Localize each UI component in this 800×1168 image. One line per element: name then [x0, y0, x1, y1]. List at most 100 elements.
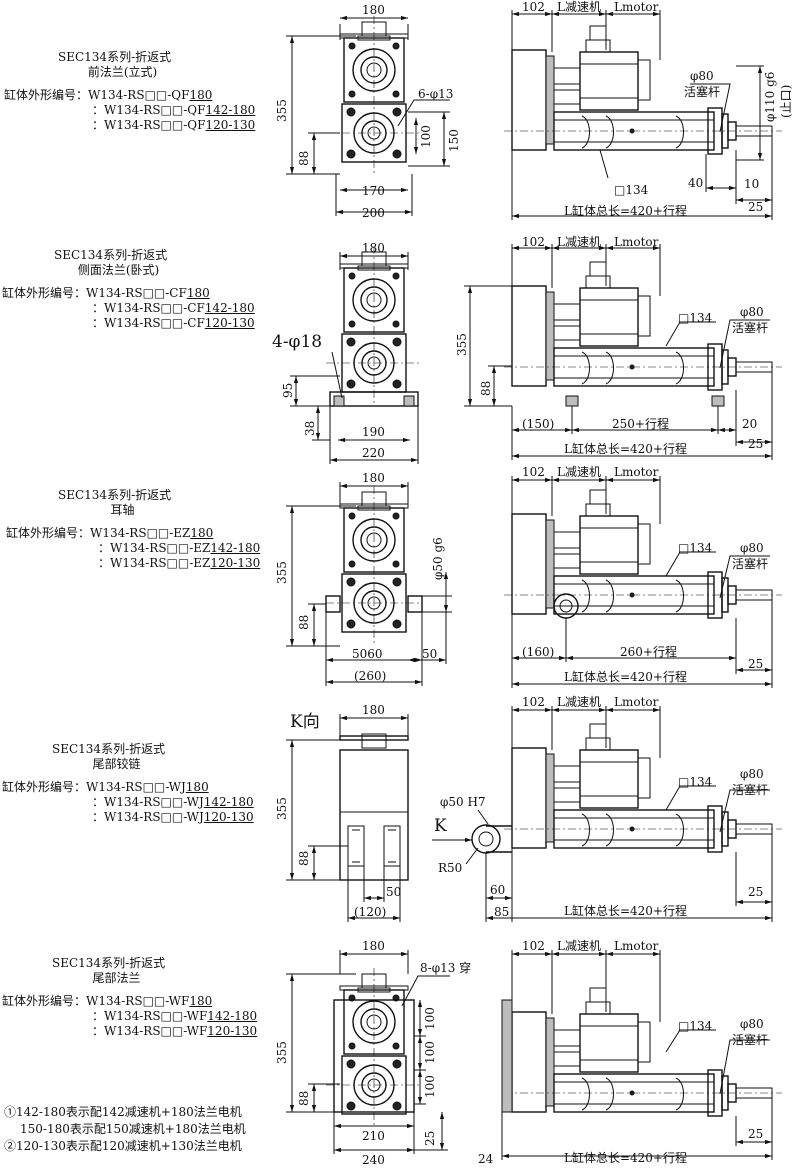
section-2-side-view: [464, 244, 783, 460]
dim-88: 88: [297, 850, 311, 866]
dim-102: 102: [522, 0, 545, 14]
section-4-codes: 缸体外形编号：W134-RS□□-WJ180 ：W134-RS□□-WJ142-…: [2, 780, 254, 825]
dim-square: □134: [678, 775, 713, 789]
dim-180: 180: [362, 471, 385, 485]
code-suffix: 180: [189, 994, 213, 1008]
code-prefix: W134-RS□□-WJ: [86, 780, 186, 794]
section-1-codes: 缸体外形编号：W134-RS□□-QF180 ：W134-RS□□-QF142-…: [4, 88, 255, 133]
dim-200: 200: [362, 206, 385, 220]
section-1-label: SEC134系列-折返式 前法兰(立式): [58, 50, 171, 80]
footnotes: ①142-180表示配142减速机+180法兰电机 150-180表示配150减…: [4, 1104, 246, 1155]
dim-rod: φ80: [740, 1017, 764, 1031]
dim-170: 170: [362, 184, 385, 198]
dim-180: 180: [362, 939, 385, 953]
dim-100-b: 100: [423, 1041, 437, 1064]
dim-hole: φ50 H7: [440, 795, 486, 809]
dim-180: 180: [362, 703, 385, 717]
dim-100-c: 100: [423, 1075, 437, 1098]
code-label: 缸体外形编号：: [2, 286, 87, 300]
dim-102: 102: [522, 695, 545, 709]
dim-102: 102: [522, 465, 545, 479]
dim-260: 260+行程: [620, 645, 677, 659]
section-3-side-view: [503, 476, 783, 688]
dim-holes: 8-φ13 穿: [420, 961, 472, 975]
code-label: 缸体外形编号：: [4, 88, 89, 102]
code-suffix: 120-130: [210, 556, 261, 570]
section-4-side-view: [432, 706, 783, 922]
code-suffix: 142-180: [207, 1009, 258, 1023]
code-prefix: ：W134-RS□□-CF: [92, 316, 205, 330]
mount-type: 前法兰(立式): [87, 65, 158, 79]
dim-l-reducer: L减速机: [557, 465, 601, 479]
code-prefix: ：W134-RS□□-WJ: [92, 810, 204, 824]
section-5-codes: 缸体外形编号：W134-RS□□-WF180 ：W134-RS□□-WF142-…: [2, 994, 257, 1039]
section-5-end-view: [286, 950, 450, 1154]
code-prefix: ：W134-RS□□-EZ: [98, 556, 211, 570]
dim-spigot: φ110 g6: [763, 71, 777, 122]
note-1: ①142-180表示配142减速机+180法兰电机: [4, 1105, 242, 1119]
dim-355: 355: [455, 333, 469, 356]
dim-120: (120): [354, 905, 387, 919]
dim-5060: 5060: [352, 647, 383, 661]
dim-100: 100: [419, 125, 433, 148]
dim-85: 85: [494, 905, 510, 919]
dim-square: □134: [678, 311, 713, 325]
mount-type: 尾部法兰: [92, 971, 141, 985]
dim-25: 25: [748, 657, 764, 671]
dim-95: 95: [281, 382, 295, 398]
dim-150: 150: [447, 129, 461, 152]
dim-88: 88: [297, 614, 311, 630]
dim-total: L缸体总长=420+行程: [564, 1151, 687, 1165]
section-1-end-view: [286, 15, 450, 216]
series-title: SEC134系列-折返式: [58, 488, 172, 502]
dim-shaft: φ50 g6: [431, 537, 445, 580]
dim-88: 88: [479, 380, 493, 396]
view-k: K向: [290, 712, 320, 732]
dim-l-reducer: L减速机: [557, 695, 601, 709]
dim-holes: 6-φ13: [418, 87, 454, 101]
code-suffix: 142-180: [203, 795, 254, 809]
dim-60: 60: [490, 883, 506, 897]
dim-40: 40: [688, 176, 704, 190]
code-prefix: ：W134-RS□□-WF: [92, 1009, 208, 1023]
section-3-end-view: [286, 482, 452, 686]
dim-50: 50: [386, 885, 402, 899]
code-suffix: 142-180: [205, 103, 256, 117]
dim-square: □134: [614, 183, 649, 197]
dim-l-reducer: L减速机: [557, 235, 601, 249]
note-2: ②120-130表示配120减速机+130法兰电机: [4, 1139, 242, 1153]
section-5-label: SEC134系列-折返式 尾部法兰: [52, 956, 165, 986]
section-5-side-view: [501, 950, 783, 1160]
dim-l-motor: Lmotor: [614, 0, 659, 14]
dim-355: 355: [275, 797, 289, 820]
dim-total: L缸体总长=420+行程: [564, 204, 687, 218]
section-1-side-view: [503, 10, 783, 220]
dim-25: 25: [748, 1127, 764, 1141]
dim-25-v: 25: [423, 1130, 437, 1146]
section-4-end-view: [286, 714, 409, 922]
dim-rod-text: 活塞杆: [732, 1033, 769, 1047]
dim-radius: R50: [438, 861, 463, 875]
dim-24: 24: [478, 1152, 494, 1166]
code-prefix: ：W134-RS□□-CF: [92, 301, 205, 315]
dim-l-reducer: L减速机: [557, 0, 601, 14]
dim-355: 355: [275, 99, 289, 122]
code-suffix: 180: [189, 88, 213, 102]
dim-25: 25: [748, 200, 764, 214]
series-title: SEC134系列-折返式: [52, 956, 166, 970]
dim-220: 220: [362, 446, 385, 460]
code-suffix: 120-130: [205, 118, 256, 132]
code-suffix: 120-130: [203, 810, 254, 824]
dim-total: L缸体总长=420+行程: [564, 442, 687, 456]
dim-355: 355: [275, 561, 289, 584]
dim-rod: φ80: [740, 767, 764, 781]
dim-holes: 4-φ18: [272, 332, 323, 352]
view-k-arrow: K: [434, 816, 447, 836]
code-prefix: ：W134-RS□□-EZ: [98, 541, 211, 555]
mount-type: 尾部铰链: [92, 757, 141, 771]
dim-rod: φ80: [740, 305, 764, 319]
series-title: SEC134系列-折返式: [52, 742, 166, 756]
dim-total: L缸体总长=420+行程: [564, 904, 687, 918]
dim-rod-text: 活塞杆: [684, 85, 721, 99]
dim-rod: φ80: [740, 541, 764, 555]
